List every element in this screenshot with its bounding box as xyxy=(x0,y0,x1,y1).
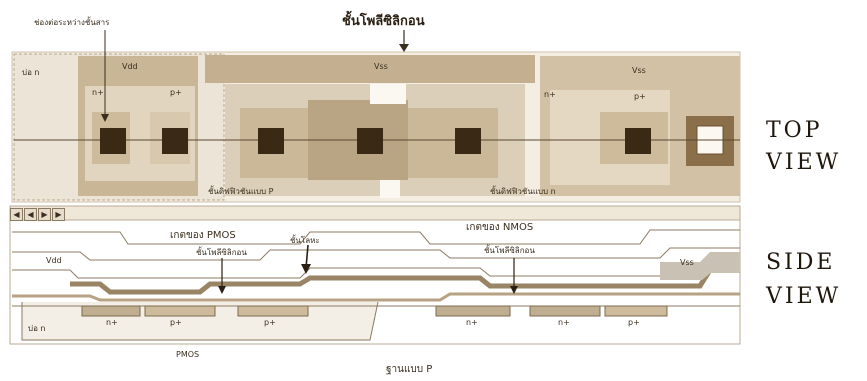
poly-left-arrow-head xyxy=(218,286,226,294)
layer-line-1 xyxy=(12,229,740,245)
metal-arrow-head xyxy=(301,264,311,274)
nplus-right-label: n+ xyxy=(544,90,556,99)
region-4 xyxy=(435,305,511,317)
first-frame-button[interactable]: ◀ xyxy=(10,208,23,221)
top-view-label-2: VIEW xyxy=(766,150,842,175)
gate-pmos-label: เกตของ PMOS xyxy=(170,230,236,241)
poly-arrow-head xyxy=(399,44,409,52)
poly-gate-top xyxy=(205,55,535,83)
poly-right-label: ชั้นโพลีซิลิกอน xyxy=(484,246,535,255)
region-2 xyxy=(144,305,216,317)
nplus-left-label: n+ xyxy=(92,88,104,97)
poly-title-label: ชั้นโพลีซิลิกอน xyxy=(342,14,425,29)
region-label-1: n+ xyxy=(106,318,118,327)
substrate-label: ฐานแบบ P xyxy=(386,364,433,375)
contact-2 xyxy=(162,128,188,154)
vss-right-label: Vss xyxy=(632,66,646,75)
contact-note-label: ช่องต่อระหว่างชั้นสาร xyxy=(34,18,110,27)
poly-layer xyxy=(12,292,740,302)
region-label-2: p+ xyxy=(170,318,182,327)
vss-mid-label: Vss xyxy=(374,62,388,71)
contact-6 xyxy=(625,128,651,154)
vss-side-label: Vss xyxy=(680,258,694,267)
side-view-toolbar: ◀ ◀ ▶ ▶ xyxy=(10,208,65,221)
toolbar-strip xyxy=(9,205,741,221)
region-3 xyxy=(237,305,309,317)
contact-4 xyxy=(357,128,383,154)
diff-n-label: ชั้นดิฟฟิวชันแบบ n xyxy=(490,187,556,196)
region-1 xyxy=(81,305,141,317)
metal-layer xyxy=(70,267,740,295)
metal-label: ชั้นโลหะ xyxy=(290,236,320,245)
region-label-5: n+ xyxy=(558,318,570,327)
layer-line-2 xyxy=(12,247,740,261)
vdd-side-label: Vdd xyxy=(46,256,62,265)
top-view-label-1: TOP xyxy=(766,118,823,143)
prev-frame-button[interactable]: ◀ xyxy=(24,208,37,221)
region-label-6: p+ xyxy=(628,318,640,327)
side-view-label-2: VIEW xyxy=(766,284,842,309)
contact-5 xyxy=(455,128,481,154)
contact-3 xyxy=(258,128,284,154)
contact-arrow-head xyxy=(101,114,109,122)
next-frame-button[interactable]: ▶ xyxy=(38,208,51,221)
diff-p-label: ชั้นดิฟฟิวชันแบบ P xyxy=(208,187,274,196)
right-gray-fill xyxy=(660,252,740,280)
side-view-label-1: SIDE xyxy=(766,250,836,275)
poly-right-arrow-head xyxy=(510,286,518,294)
pmos-label: PMOS xyxy=(176,350,200,359)
poly-left-label: ชั้นโพลีซิลิกอน xyxy=(196,248,247,257)
pplus-right-label: p+ xyxy=(634,92,646,101)
region-6 xyxy=(604,305,668,317)
contact-1 xyxy=(100,128,126,154)
well-n-side-label: บ่อ n xyxy=(28,324,46,333)
well-n-top-label: บ่อ n xyxy=(22,68,40,77)
region-5 xyxy=(529,305,601,317)
poly-inner-right xyxy=(408,108,498,178)
region-label-4: n+ xyxy=(466,318,478,327)
gate-nmos-label: เกตของ NMOS xyxy=(466,222,534,233)
vdd-top-label: Vdd xyxy=(122,62,138,71)
last-frame-button[interactable]: ▶ xyxy=(52,208,65,221)
pale-gap-bottom xyxy=(380,180,400,198)
pale-gap xyxy=(370,84,406,104)
pplus-left-label: p+ xyxy=(170,88,182,97)
region-label-3: p+ xyxy=(264,318,276,327)
